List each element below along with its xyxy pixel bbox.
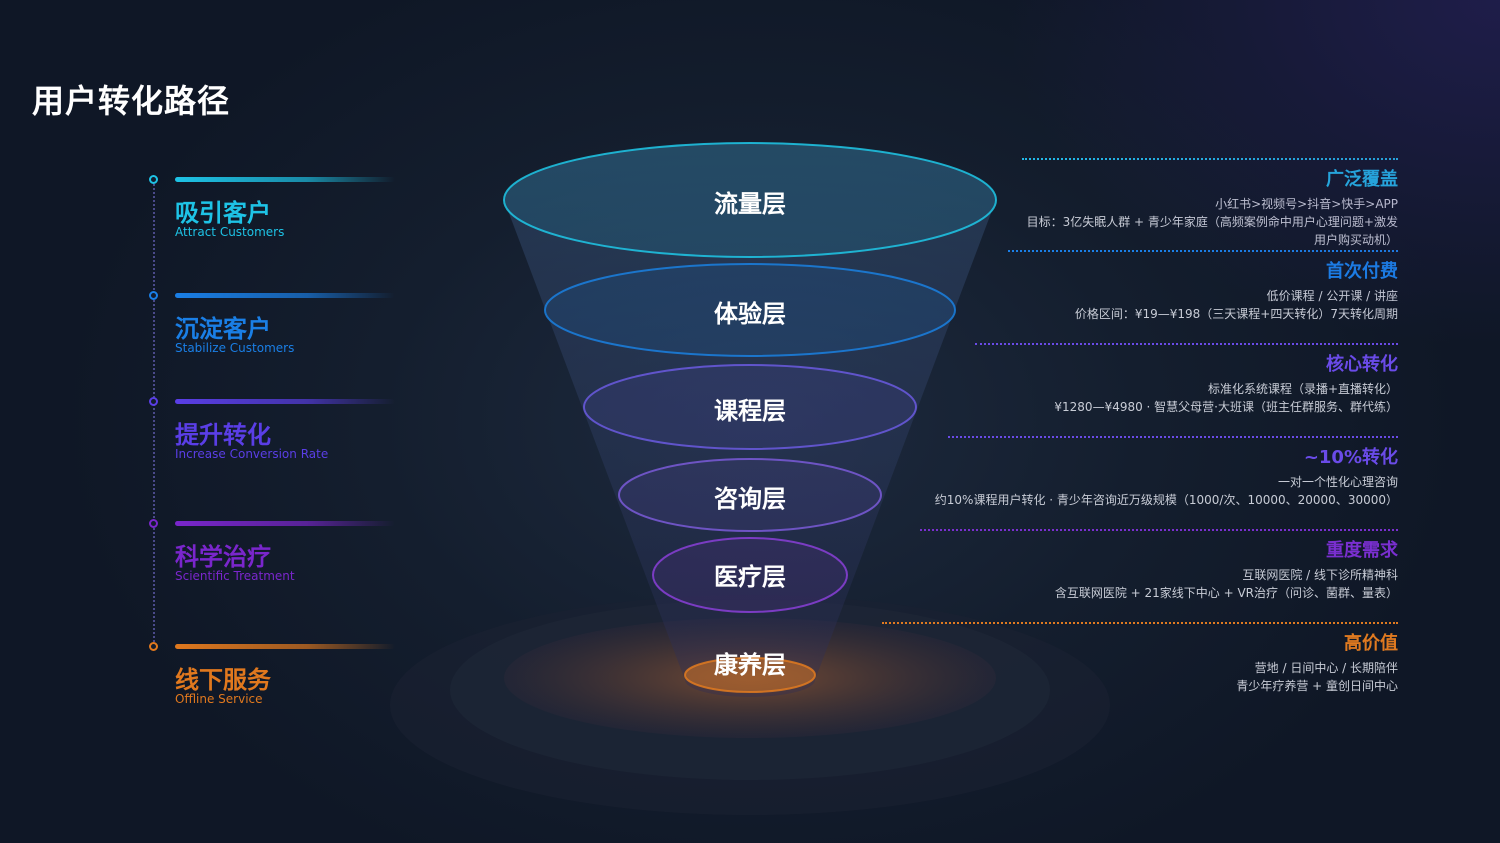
timeline-node <box>149 175 158 184</box>
stage-bar <box>175 399 395 404</box>
detail-line: 用户购买动机） <box>1313 233 1398 247</box>
stage-bar <box>175 644 395 649</box>
funnel-layer-ring <box>652 537 848 613</box>
funnel-layer-label: 体验层 <box>714 300 786 328</box>
detail-heading: 广泛覆盖 <box>1326 169 1398 190</box>
stage-title: 线下服务 <box>175 666 271 694</box>
timeline-node <box>149 397 158 406</box>
timeline-line <box>153 184 155 642</box>
stage-subtitle: Offline Service <box>175 692 263 706</box>
detail-line: 目标：3亿失眠人群 + 青少年家庭（高频案例命中用户心理问题+激发 <box>1026 215 1398 229</box>
detail-heading: ~10%转化 <box>1303 447 1398 468</box>
divider <box>1008 250 1398 252</box>
funnel-cone <box>504 143 996 697</box>
detail-heading: 首次付费 <box>1326 261 1398 282</box>
stage-bar <box>175 521 395 526</box>
detail-line: 营地 / 日间中心 / 长期陪伴 <box>1254 661 1398 675</box>
timeline-node <box>149 291 158 300</box>
stage-subtitle: Scientific Treatment <box>175 569 295 583</box>
funnel-layer-ring <box>618 458 882 532</box>
timeline-node <box>149 642 158 651</box>
timeline-node <box>149 519 158 528</box>
stage-subtitle: Increase Conversion Rate <box>175 447 329 461</box>
stage-title: 吸引客户 <box>175 199 271 227</box>
detail-line: ¥1280—¥4980 · 智慧父母营·大班课（班主任群服务、群代练） <box>1054 400 1398 414</box>
divider <box>948 436 1398 438</box>
divider <box>975 343 1398 345</box>
detail-line: 青少年疗养营 + 童创日间中心 <box>1236 679 1398 693</box>
page-title: 用户转化路径 <box>32 82 231 120</box>
detail-line: 含互联网医院 + 21家线下中心 + VR治疗（问诊、菌群、量表） <box>1054 586 1398 600</box>
detail-heading: 高价值 <box>1344 633 1398 654</box>
divider <box>920 529 1398 531</box>
stage-bar <box>175 177 395 182</box>
funnel-layer-label: 流量层 <box>714 190 786 218</box>
detail-line: 一对一个性化心理咨询 <box>1277 475 1398 489</box>
detail-heading: 核心转化 <box>1326 354 1398 375</box>
funnel-layer-ring <box>544 263 956 357</box>
stage-subtitle: Stabilize Customers <box>175 341 295 355</box>
funnel-layer-ring <box>684 657 816 693</box>
funnel-layer-label: 课程层 <box>714 397 786 425</box>
detail-line: 小红书>视频号>抖音>快手>APP <box>1215 197 1398 211</box>
detail-line: 价格区间：¥19—¥198（三天课程+四天转化）7天转化周期 <box>1074 307 1398 321</box>
stage-bar <box>175 293 395 298</box>
detail-line: 互联网医院 / 线下诊所精神科 <box>1242 568 1398 582</box>
detail-heading: 重度需求 <box>1326 540 1398 561</box>
stage-title: 沉淀客户 <box>175 315 271 343</box>
stage-title: 科学治疗 <box>175 543 271 571</box>
divider <box>1022 158 1398 160</box>
stage-title: 提升转化 <box>175 421 271 449</box>
funnel-layer-ring <box>503 142 997 258</box>
stage-subtitle: Attract Customers <box>175 225 285 239</box>
funnel-layer-label: 咨询层 <box>714 485 786 513</box>
divider <box>882 622 1398 624</box>
detail-line: 约10%课程用户转化 · 青少年咨询近万级规模（1000/次、10000、200… <box>934 493 1398 507</box>
funnel-layer-ring <box>583 364 917 450</box>
funnel-layer-label: 康养层 <box>714 651 786 679</box>
detail-line: 低价课程 / 公开课 / 讲座 <box>1266 289 1398 303</box>
detail-line: 标准化系统课程（录播+直播转化） <box>1207 382 1398 396</box>
funnel-layer-label: 医疗层 <box>714 563 786 591</box>
